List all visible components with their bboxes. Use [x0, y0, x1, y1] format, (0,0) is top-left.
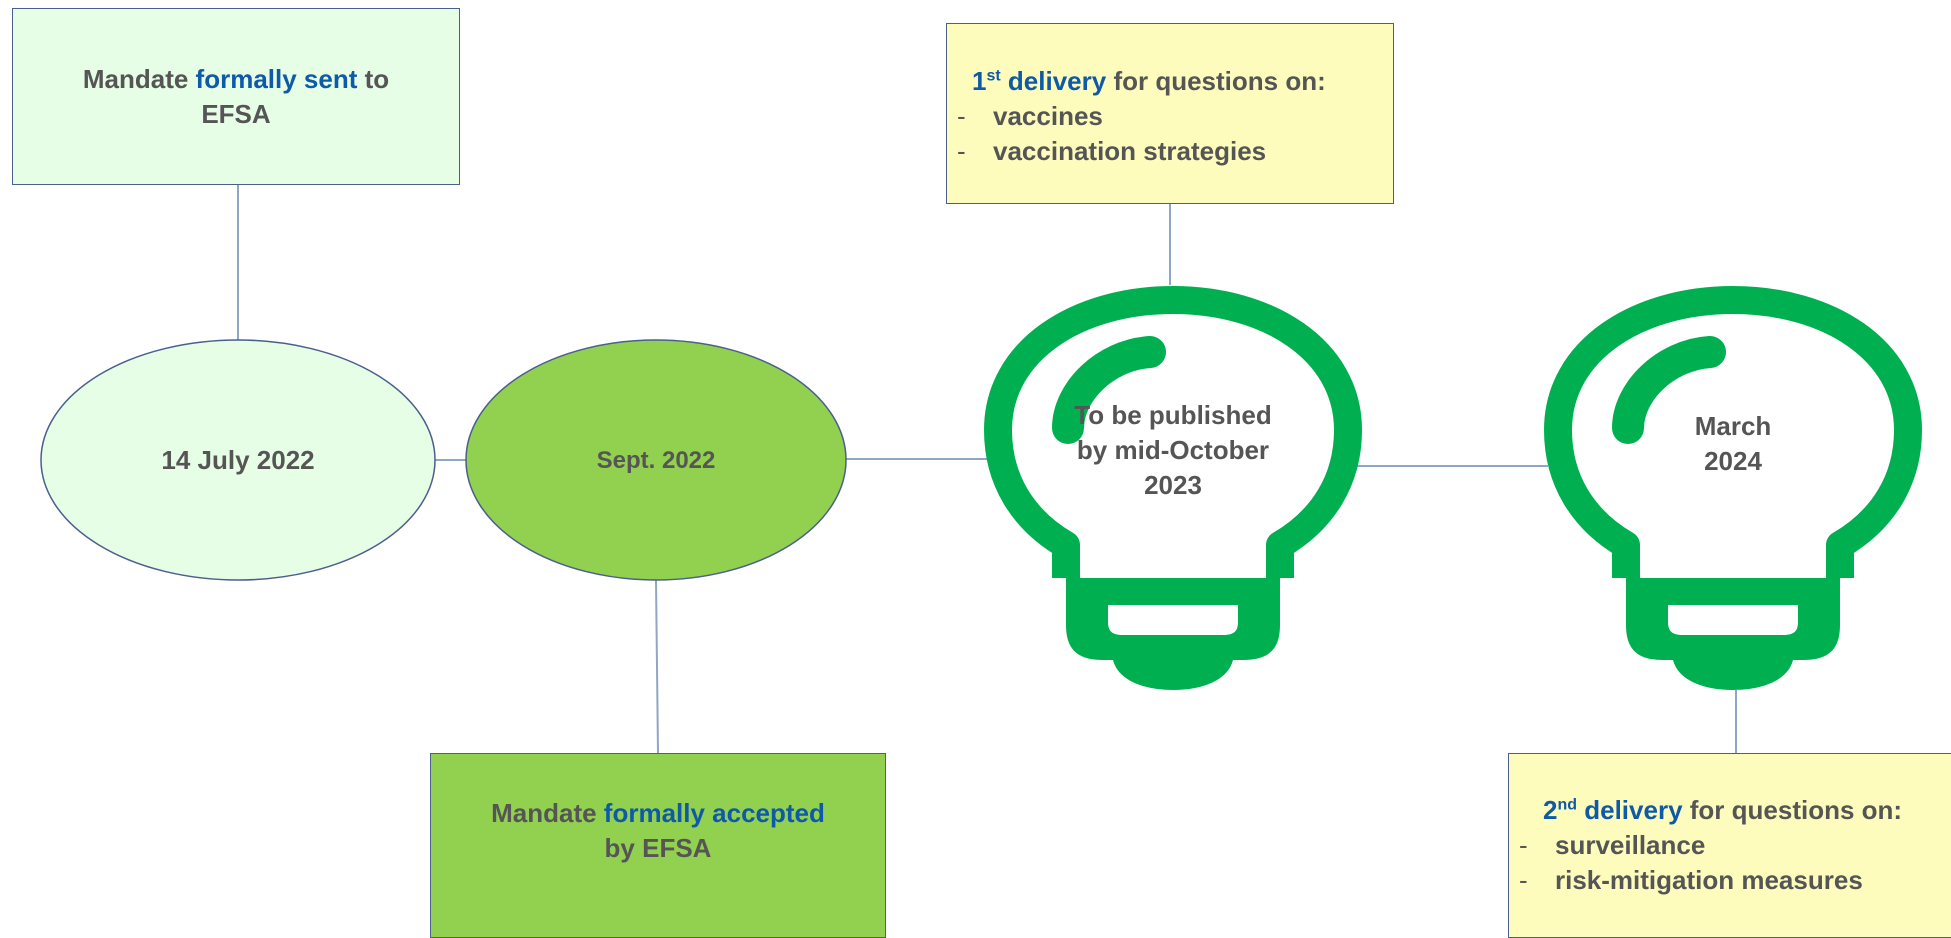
lightbulb-icon: [1544, 286, 1922, 690]
bulb1-label: To be published by mid-October 2023: [1074, 399, 1272, 500]
second-delivery-box: 2nd delivery for questions on: surveilla…: [1508, 753, 1951, 938]
mandate-accepted-prefix: Mandate: [491, 797, 604, 828]
second-delivery-suffix: for questions on:: [1682, 795, 1903, 825]
second-delivery-highlight: delivery: [1577, 795, 1683, 825]
mandate-sent-box: Mandate formally sent to EFSA: [12, 8, 460, 185]
mandate-sent-prefix: Mandate: [82, 63, 196, 94]
first-delivery-ordinal-suffix: st: [986, 67, 1001, 85]
lightbulb-icon: [984, 286, 1362, 690]
first-delivery-suffix: for questions on:: [1106, 66, 1326, 96]
second-delivery-heading: 2nd delivery for questions on:: [1519, 793, 1951, 828]
mandate-sent-highlight: formally sent: [195, 63, 358, 94]
first-delivery-list: vaccines vaccination strategies: [957, 99, 1393, 169]
date-july-label: 14 July 2022: [161, 444, 315, 475]
second-delivery-ordinal-suffix: nd: [1557, 796, 1578, 814]
milestone-ellipse-sept: [465, 339, 847, 581]
mandate-accepted-suffix: by EFSA: [604, 832, 712, 863]
second-delivery-ordinal: 2: [1543, 795, 1558, 825]
mandate-accepted-highlight: formally accepted: [603, 797, 825, 828]
first-delivery-box: 1st delivery for questions on: vaccines …: [946, 23, 1394, 204]
first-delivery-ordinal: 1: [972, 66, 987, 96]
mandate-accepted-box: Mandate formally accepted by EFSA: [430, 753, 886, 938]
date-sept-label: Sept. 2022: [596, 446, 716, 474]
list-item: vaccines: [957, 99, 1393, 134]
first-delivery-heading: 1st delivery for questions on:: [969, 64, 1393, 99]
connector-date2-accepted: [655, 579, 659, 754]
bulb2-label: March 2024: [1694, 411, 1772, 476]
list-item: risk-mitigation measures: [1519, 863, 1951, 898]
second-delivery-list: surveillance risk-mitigation measures: [1519, 828, 1951, 898]
connectors: [237, 185, 1737, 754]
first-delivery-highlight: delivery: [1000, 66, 1107, 96]
mandate-sent-suffix: to EFSA: [201, 63, 390, 129]
list-item: surveillance: [1519, 828, 1951, 863]
milestone-ellipse-july: [40, 339, 436, 581]
list-item: vaccination strategies: [957, 134, 1393, 169]
